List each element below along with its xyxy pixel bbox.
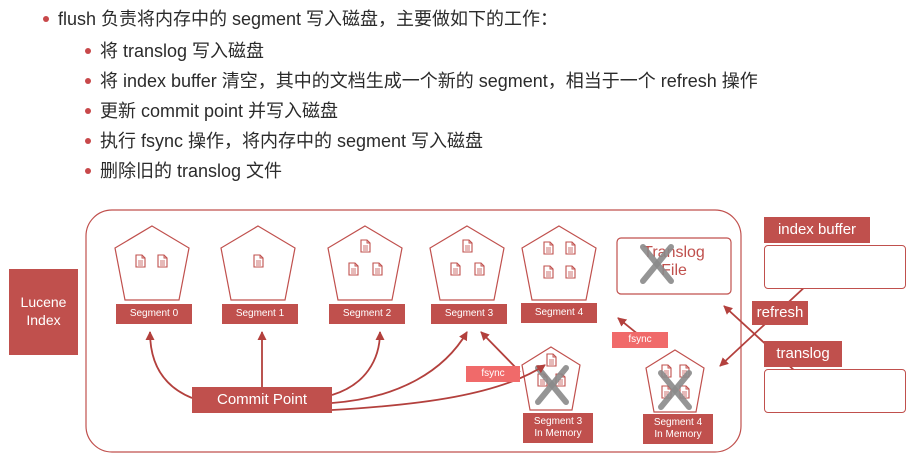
translog-label: translog (764, 341, 842, 367)
segment-1-pentagon (220, 225, 296, 301)
bullet-main: flush 负责将内存中的 segment 写入磁盘，主要做如下的工作： (58, 9, 559, 29)
segment-0-pentagon (114, 225, 190, 301)
index-buffer-label: index buffer (764, 217, 870, 243)
segment-0-label: Segment 0 (116, 304, 192, 324)
translog-box (764, 369, 906, 413)
fsync-label: fsync (466, 366, 520, 382)
fsync-label: fsync (612, 332, 668, 348)
segment-3-memory-pentagon (521, 346, 581, 411)
translog-file-label: Translog File (643, 244, 705, 279)
bullet-dot (85, 168, 91, 174)
lucene-index-label: Index (26, 312, 61, 328)
segment-4-memory-label: Segment 4 In Memory (643, 414, 713, 444)
commit-point-box: Commit Point (192, 387, 332, 413)
bullet-sub: 执行 fsync 操作，将内存中的 segment 写入磁盘 (100, 131, 484, 151)
index-buffer-box (764, 245, 906, 289)
segment-3-pentagon (429, 225, 505, 301)
bullet-dot (85, 48, 91, 54)
segment-4-memory-pentagon (645, 349, 705, 413)
bullet-sub: 更新 commit point 并写入磁盘 (100, 101, 339, 121)
segment-3-memory-label: Segment 3 In Memory (523, 413, 593, 443)
refresh-label: refresh (752, 301, 808, 325)
segment-2-pentagon (327, 225, 403, 301)
bullet-sub: 将 translog 写入磁盘 (100, 41, 265, 61)
segment-1-label: Segment 1 (222, 304, 298, 324)
segment-4-label: Segment 4 (521, 303, 597, 323)
segment-3-label: Segment 3 (431, 304, 507, 324)
segment-2-label: Segment 2 (329, 304, 405, 324)
bullet-dot (85, 138, 91, 144)
bullet-dot (43, 16, 49, 22)
segment-4-pentagon (521, 225, 597, 301)
bullet-dot (85, 108, 91, 114)
bullet-list: flush 负责将内存中的 segment 写入磁盘，主要做如下的工作： 将 t… (0, 0, 922, 200)
lucene-index-label: Lucene (20, 294, 67, 310)
bullet-sub: 将 index buffer 清空，其中的文档生成一个新的 segment，相当… (100, 71, 758, 91)
commit-point-arrows (145, 331, 546, 411)
bullet-sub: 删除旧的 translog 文件 (100, 161, 283, 181)
bullet-dot (85, 78, 91, 84)
lucene-index-box: Lucene Index (9, 269, 78, 355)
